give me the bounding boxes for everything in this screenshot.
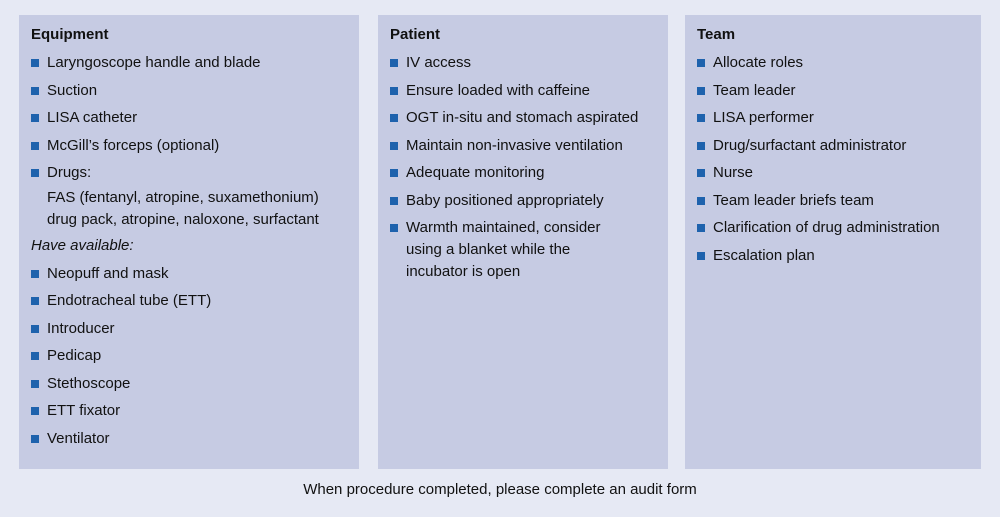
list-item: Nurse [697, 162, 967, 184]
list-item: ETT fixator [31, 400, 345, 422]
square-bullet-icon [31, 379, 39, 388]
list-item: Ensure loaded with caffeine [390, 80, 654, 102]
list-item: Drugs: [31, 162, 345, 184]
list-item: Team leader [697, 80, 967, 102]
list-item: OGT in-situ and stomach aspirated [390, 107, 654, 129]
square-bullet-icon [31, 407, 39, 415]
square-bullet-icon [697, 169, 705, 177]
square-bullet-icon [31, 114, 39, 122]
list-item: Adequate monitoring [390, 162, 654, 184]
square-bullet-icon [390, 86, 398, 95]
list-item: Drug/surfactant administrator [697, 135, 967, 157]
square-bullet-icon [390, 114, 398, 122]
list-item: IV access [390, 52, 654, 74]
list-item: Neopuff and mask [31, 263, 345, 285]
list-item: Clarification of drug administration [697, 217, 967, 239]
square-bullet-icon [31, 59, 39, 67]
patient-panel: Patient IV access Ensure loaded with caf… [378, 15, 668, 469]
square-bullet-icon [390, 196, 398, 205]
list-item: LISA catheter [31, 107, 345, 129]
list-item: Pedicap [31, 345, 345, 367]
have-available-label: Have available: [31, 237, 134, 254]
square-bullet-icon [697, 114, 705, 122]
square-bullet-icon [31, 297, 39, 305]
square-bullet-icon [697, 86, 705, 95]
audit-footer-note: When procedure completed, please complet… [303, 481, 697, 498]
square-bullet-icon [31, 86, 39, 95]
square-bullet-icon [390, 141, 398, 150]
equipment-title: Equipment [31, 26, 109, 43]
list-item: LISA performer [697, 107, 967, 129]
list-item: Endotracheal tube (ETT) [31, 290, 345, 312]
equipment-panel: Equipment Laryngoscope handle and blade … [19, 15, 359, 469]
list-item: Suction [31, 80, 345, 102]
square-bullet-icon [697, 59, 705, 67]
patient-title: Patient [390, 26, 441, 43]
team-panel: Team Allocate roles Team leader LISA per… [685, 15, 981, 469]
square-bullet-icon [390, 169, 398, 177]
square-bullet-icon [390, 224, 398, 232]
square-bullet-icon [31, 352, 39, 360]
list-item: Team leader briefs team [697, 190, 967, 212]
team-title: Team [697, 26, 736, 43]
list-item: Allocate roles [697, 52, 967, 74]
list-item: Laryngoscope handle and blade [31, 52, 345, 74]
drugs-detail: FAS (fentanyl, atropine, suxamethonium) … [47, 189, 319, 228]
list-item: Stethoscope [31, 373, 345, 395]
list-item: McGill’s forceps (optional) [31, 135, 345, 157]
list-item: Warmth maintained, consider using a blan… [390, 217, 654, 283]
list-item: Escalation plan [697, 245, 967, 267]
square-bullet-icon [697, 251, 705, 260]
square-bullet-icon [31, 269, 39, 278]
square-bullet-icon [31, 324, 39, 333]
square-bullet-icon [31, 434, 39, 443]
square-bullet-icon [390, 59, 398, 67]
square-bullet-icon [697, 196, 705, 205]
square-bullet-icon [697, 141, 705, 150]
square-bullet-icon [697, 224, 705, 232]
list-item: Ventilator [31, 428, 345, 450]
list-item: Maintain non-invasive ventilation [390, 135, 654, 157]
list-item: Introducer [31, 318, 345, 340]
list-item: Baby positioned appropriately [390, 190, 654, 212]
square-bullet-icon [31, 141, 39, 150]
square-bullet-icon [31, 169, 39, 177]
